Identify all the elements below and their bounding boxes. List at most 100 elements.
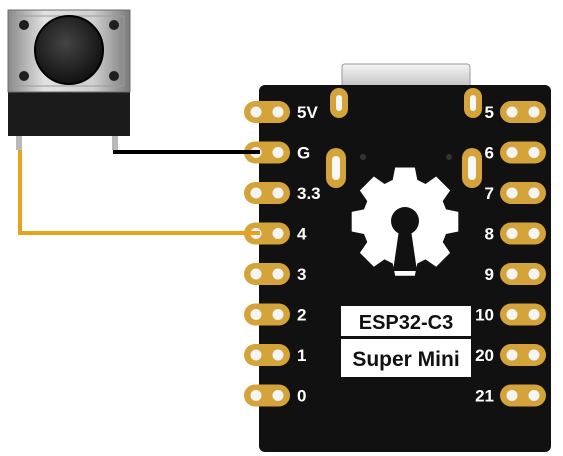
pin-label: 5V: [297, 103, 318, 122]
pin-pad: [500, 141, 546, 164]
pin-left-1: 1: [244, 344, 306, 366]
pin-hole: [528, 106, 540, 118]
pin-hole: [506, 147, 518, 158]
pin-pad: [244, 303, 290, 326]
pin-left-G: G: [244, 141, 310, 164]
pin-label: 21: [475, 387, 494, 406]
pin-hole: [250, 187, 262, 199]
right-pin-header: 5 6 7 8 9 10 20 21: [475, 101, 546, 407]
pin-hole: [506, 309, 518, 320]
pin-label: 10: [475, 306, 494, 325]
pin-label: 4: [297, 225, 307, 244]
chip-label: ESP32-C3 Super Mini: [341, 306, 471, 377]
pin-label: G: [297, 144, 310, 163]
wire-gnd: [113, 150, 260, 154]
pin-pad: [244, 141, 290, 164]
chip-subtitle: Super Mini: [352, 348, 459, 371]
pin-right-6: 6: [485, 141, 546, 164]
chip-label-box-2: [341, 339, 471, 377]
pin-pad: [244, 384, 290, 407]
pin-label: 3: [297, 265, 306, 284]
pin-label: 3.3: [297, 184, 321, 203]
pin-pad: [244, 101, 290, 123]
button-base: [8, 88, 130, 136]
chip-name: ESP32-C3: [359, 312, 454, 334]
left-pin-header: 5V G 3.3 4 3 2 1 0: [244, 101, 321, 407]
pin-label: 9: [485, 265, 494, 284]
pin-right-8: 8: [485, 222, 546, 245]
pin-right-20: 20: [475, 344, 546, 366]
pin-hole: [528, 147, 540, 158]
pin-hole: [506, 106, 518, 118]
wire-gpio4: [18, 150, 260, 235]
button-corner-dot: [19, 71, 29, 81]
chip-label-box-1: [341, 306, 471, 336]
pin-hole: [272, 187, 284, 199]
button-corner-dot: [109, 20, 119, 30]
pin-hole: [528, 228, 540, 239]
pin-hole: [272, 268, 284, 280]
wires: [18, 150, 260, 235]
button-corner-dot: [19, 20, 29, 30]
pin-hole: [506, 390, 518, 401]
pin-right-7: 7: [485, 182, 546, 204]
pin-pad: [500, 182, 546, 204]
pin-right-21: 21: [475, 384, 546, 407]
pin-hole: [506, 349, 518, 361]
button-leg-left: [16, 128, 22, 150]
pin-hole: [250, 349, 262, 361]
pin-right-10: 10: [475, 303, 546, 326]
pin-label: 20: [475, 346, 494, 365]
pin-label: 7: [485, 184, 494, 203]
pin-hole: [272, 106, 284, 118]
pin-label: 2: [297, 306, 306, 325]
pin-hole: [272, 228, 284, 239]
pin-left-0: 0: [244, 384, 306, 407]
pin-hole: [272, 147, 284, 158]
button-cap: [35, 16, 103, 84]
pin-hole: [250, 268, 262, 280]
pin-label: 0: [297, 387, 306, 406]
pin-pad: [244, 182, 290, 204]
pin-right-5: 5: [485, 101, 546, 123]
pin-hole: [272, 390, 284, 401]
pin-pad: [244, 222, 290, 245]
pin-hole: [250, 309, 262, 320]
tactile-push-button-icon: [7, 9, 131, 150]
button-corner-dot: [109, 71, 119, 81]
pin-pad: [500, 222, 546, 245]
pin-hole: [528, 390, 540, 401]
pin-pad: [500, 384, 546, 407]
pin-hole: [528, 187, 540, 199]
pin-hole: [272, 349, 284, 361]
pin-pad: [244, 263, 290, 285]
pin-left-3.3: 3.3: [244, 182, 321, 204]
pin-pad: [500, 263, 546, 285]
pin-right-9: 9: [485, 263, 546, 285]
pin-pad: [500, 344, 546, 366]
pin-left-5V: 5V: [244, 101, 318, 123]
led-dot: [446, 154, 452, 160]
pin-hole: [506, 268, 518, 280]
pin-hole: [250, 390, 262, 401]
pin-pad: [244, 344, 290, 366]
pin-hole: [506, 187, 518, 199]
led-dot: [360, 154, 366, 160]
pin-label: 5: [485, 103, 494, 122]
pin-pad: [500, 101, 546, 123]
pin-label: 8: [485, 225, 494, 244]
pin-left-2: 2: [244, 303, 306, 326]
pin-hole: [506, 228, 518, 239]
button-leg-right: [112, 128, 118, 150]
open-hardware-gear-icon: [351, 167, 459, 276]
pin-hole: [272, 309, 284, 320]
pin-hole: [528, 309, 540, 320]
pin-pad: [500, 303, 546, 326]
pin-hole: [528, 349, 540, 361]
pin-hole: [250, 106, 262, 118]
pin-hole: [528, 268, 540, 280]
pin-left-3: 3: [244, 263, 306, 285]
pin-label: 1: [297, 346, 306, 365]
